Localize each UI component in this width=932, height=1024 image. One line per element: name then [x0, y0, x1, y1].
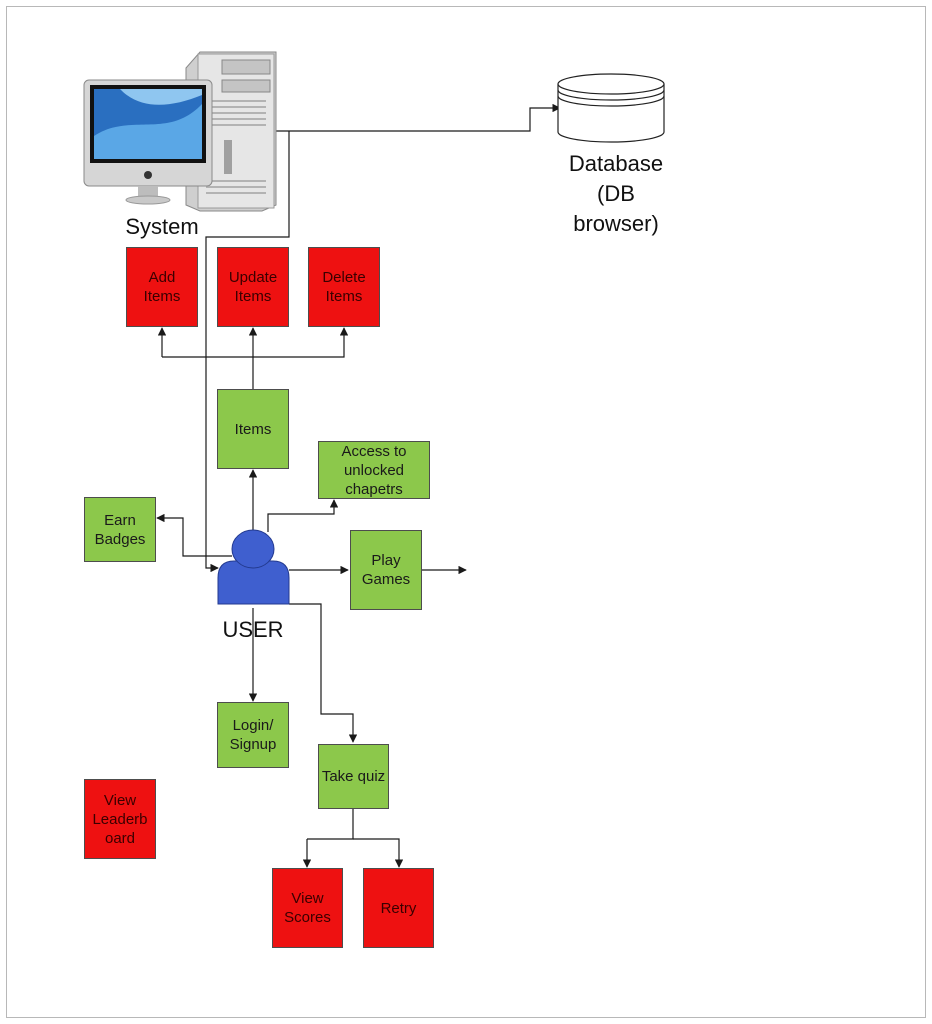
earn-badges-node: Earn Badges — [84, 497, 156, 562]
computer-icon — [83, 51, 277, 212]
connector-to-delete — [253, 327, 349, 358]
system-label: System — [125, 214, 199, 239]
user-icon — [217, 529, 290, 605]
connector-user-quiz — [289, 603, 358, 743]
database-icon — [557, 73, 665, 143]
connector-to-retry — [353, 838, 404, 868]
connector-quiz-hub — [307, 809, 354, 840]
monitor-icon — [83, 79, 213, 205]
connector-system-database — [275, 103, 561, 132]
user-label: USER — [222, 617, 284, 642]
view-scores-node: View Scores — [272, 868, 343, 948]
take-quiz-node: Take quiz — [318, 744, 389, 809]
connector-items-hub — [162, 356, 254, 389]
retry-node: Retry — [363, 868, 434, 948]
login-signup-node: Login/ Signup — [217, 702, 289, 768]
view-leaderboard-node: View Leaderb oard — [84, 779, 156, 859]
add-items-node: Add Items — [126, 247, 198, 327]
delete-items-node: Delete Items — [308, 247, 380, 327]
connector-user-access — [267, 499, 339, 532]
database-label: Database (DB browser) — [568, 151, 664, 236]
items-node: Items — [217, 389, 289, 469]
connector-system-user — [205, 131, 290, 573]
connector-user-badges — [156, 513, 232, 557]
access-chapters-node: Access to unlocked chapetrs — [318, 441, 430, 499]
play-games-node: Play Games — [350, 530, 422, 610]
update-items-node: Update Items — [217, 247, 289, 327]
